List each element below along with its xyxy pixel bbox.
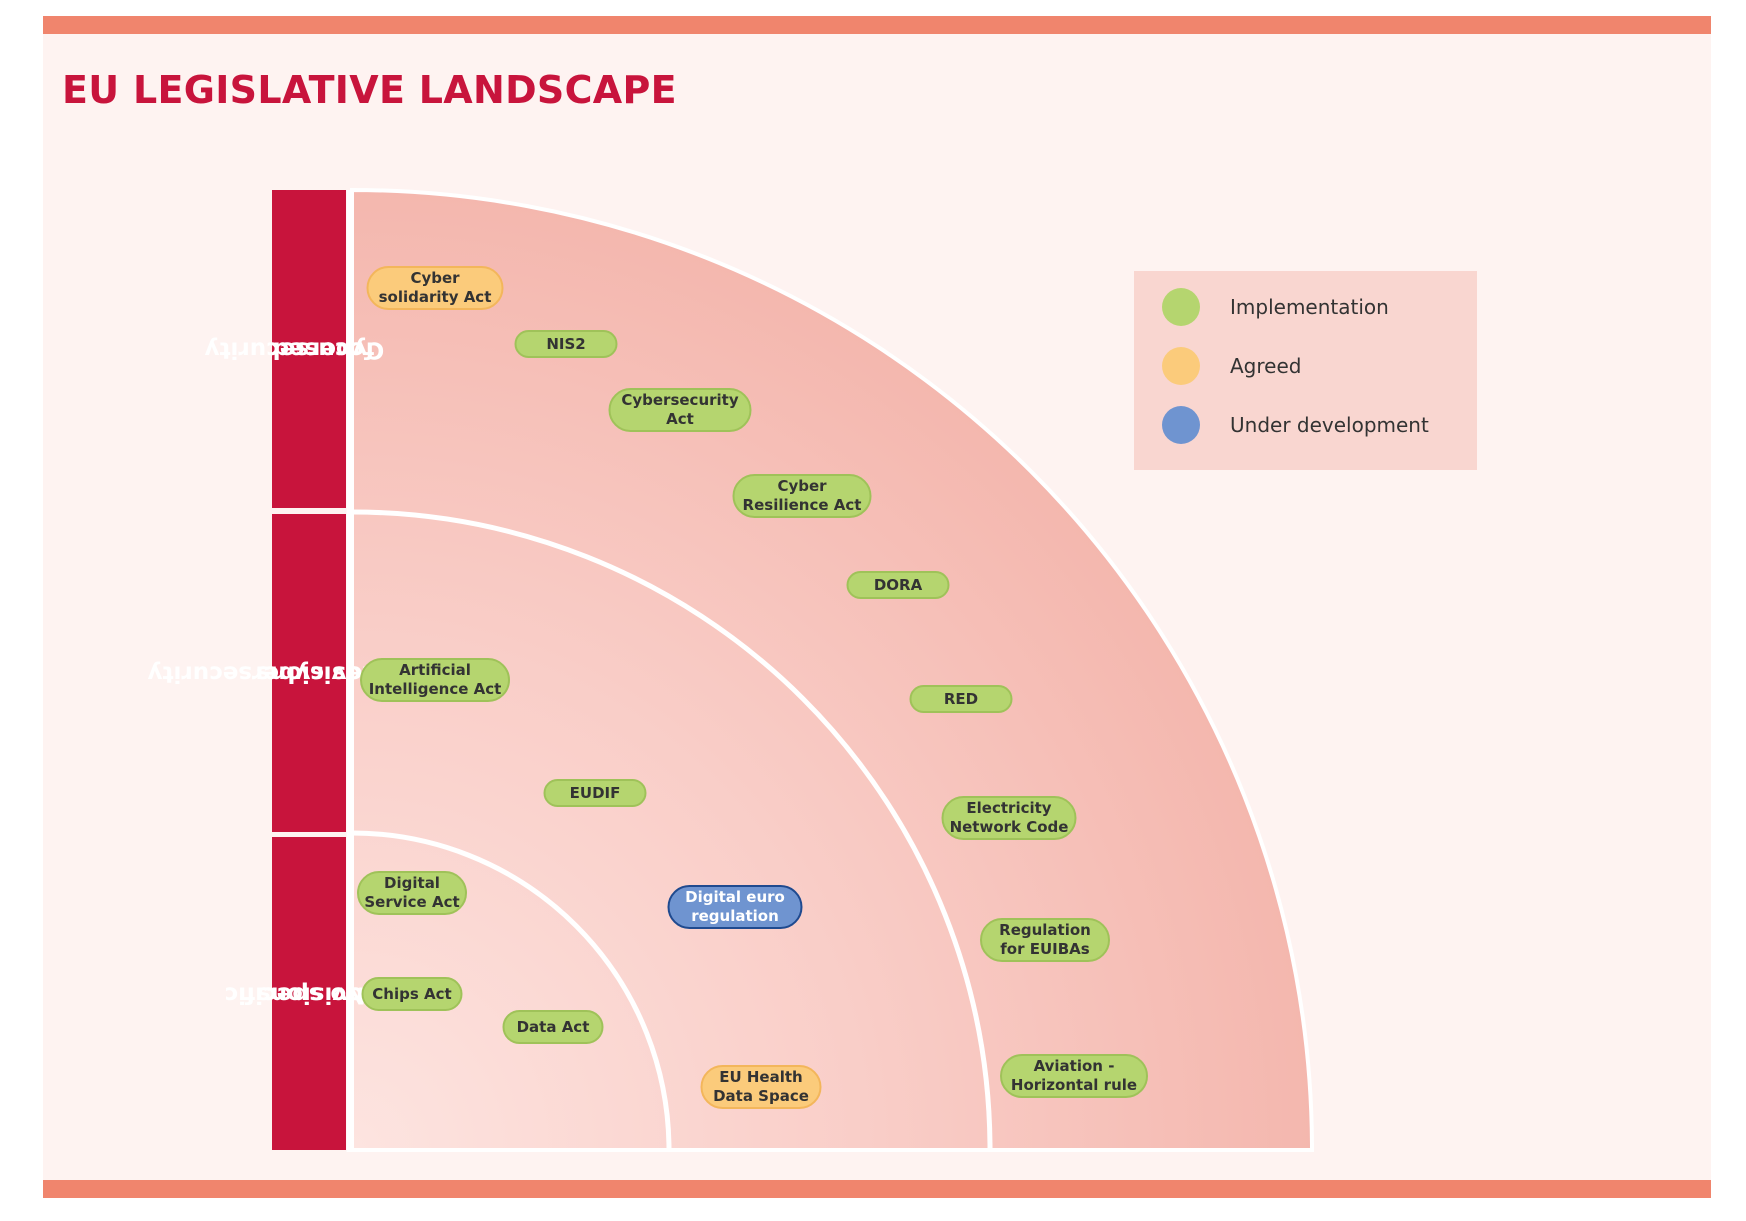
item-label: Regulation xyxy=(999,921,1091,939)
implementation-dot-icon xyxy=(1162,288,1200,326)
inner-ring-boundary xyxy=(351,830,672,1151)
item-label: Cyber xyxy=(410,269,460,287)
under-development-dot-icon xyxy=(1162,406,1200,444)
legend: Implementation Agreed Under development xyxy=(1134,271,1477,470)
item-label: Data Act xyxy=(516,1017,590,1036)
legend-label: Under development xyxy=(1230,413,1429,437)
item-label: Digital euro xyxy=(685,888,785,906)
item-label: Act xyxy=(666,410,694,428)
item-label: RED xyxy=(943,689,979,708)
item-label: EU Health xyxy=(719,1068,803,1086)
item-label: solidarity Act xyxy=(378,288,492,306)
item-label: for EUIBAs xyxy=(1000,940,1090,958)
legend-label: Agreed xyxy=(1230,354,1302,378)
page-title: EU LEGISLATIVE LANDSCAPE xyxy=(62,68,677,112)
item-label: Aviation - xyxy=(1033,1057,1115,1075)
item-label: Cyber xyxy=(777,477,827,495)
item-label: Horizontal rule xyxy=(1010,1076,1138,1094)
item-label: DORA xyxy=(873,575,923,594)
outer-ring xyxy=(350,187,1315,1152)
item-dora[interactable]: DORA xyxy=(846,571,950,599)
item-label: EUDIF xyxy=(569,783,621,802)
item-label: Intelligence Act xyxy=(368,680,502,698)
middle-ring-boundary xyxy=(351,509,993,1151)
item-label: regulation xyxy=(691,907,779,925)
item-label: Artificial xyxy=(399,661,471,679)
item-red[interactable]: RED xyxy=(909,685,1013,713)
top-accent-bar xyxy=(43,16,1711,34)
item-data-act[interactable]: Data Act xyxy=(502,1010,604,1044)
bottom-accent-bar xyxy=(43,1180,1711,1198)
item-label: NIS2 xyxy=(546,334,586,353)
item-nis2[interactable]: NIS2 xyxy=(514,330,618,358)
row-label-no-specific-provisions: No specific provisions xyxy=(224,837,390,1150)
row-label-line: focused xyxy=(272,336,375,363)
item-label: Digital xyxy=(384,874,440,892)
item-chips-act[interactable]: Chips Act xyxy=(361,977,463,1011)
legend-item-agreed: Agreed xyxy=(1162,347,1301,385)
row-label-cybersecurity-focused: Cybersecurity focused xyxy=(205,190,384,508)
item-label: Data Space xyxy=(713,1087,809,1105)
legend-item-implementation: Implementation xyxy=(1162,288,1389,326)
agreed-dot-icon xyxy=(1162,347,1200,385)
legend-item-under-development: Under development xyxy=(1162,406,1429,444)
item-aviation-horizontal-rule[interactable]: Aviation -Horizontal rule xyxy=(1000,1054,1148,1098)
item-eudif[interactable]: EUDIF xyxy=(543,779,647,807)
item-label: Electricity xyxy=(966,799,1052,817)
item-label: Resilience Act xyxy=(742,496,862,514)
item-label: Chips Act xyxy=(372,984,452,1003)
item-label: Network Code xyxy=(949,818,1069,836)
legend-label: Implementation xyxy=(1230,295,1389,319)
item-label: Service Act xyxy=(364,893,460,911)
item-label: Cybersecurity xyxy=(621,391,739,409)
row-label-includes-cybersecurity-provisions: Includes cybersecurity provisions xyxy=(148,514,441,832)
